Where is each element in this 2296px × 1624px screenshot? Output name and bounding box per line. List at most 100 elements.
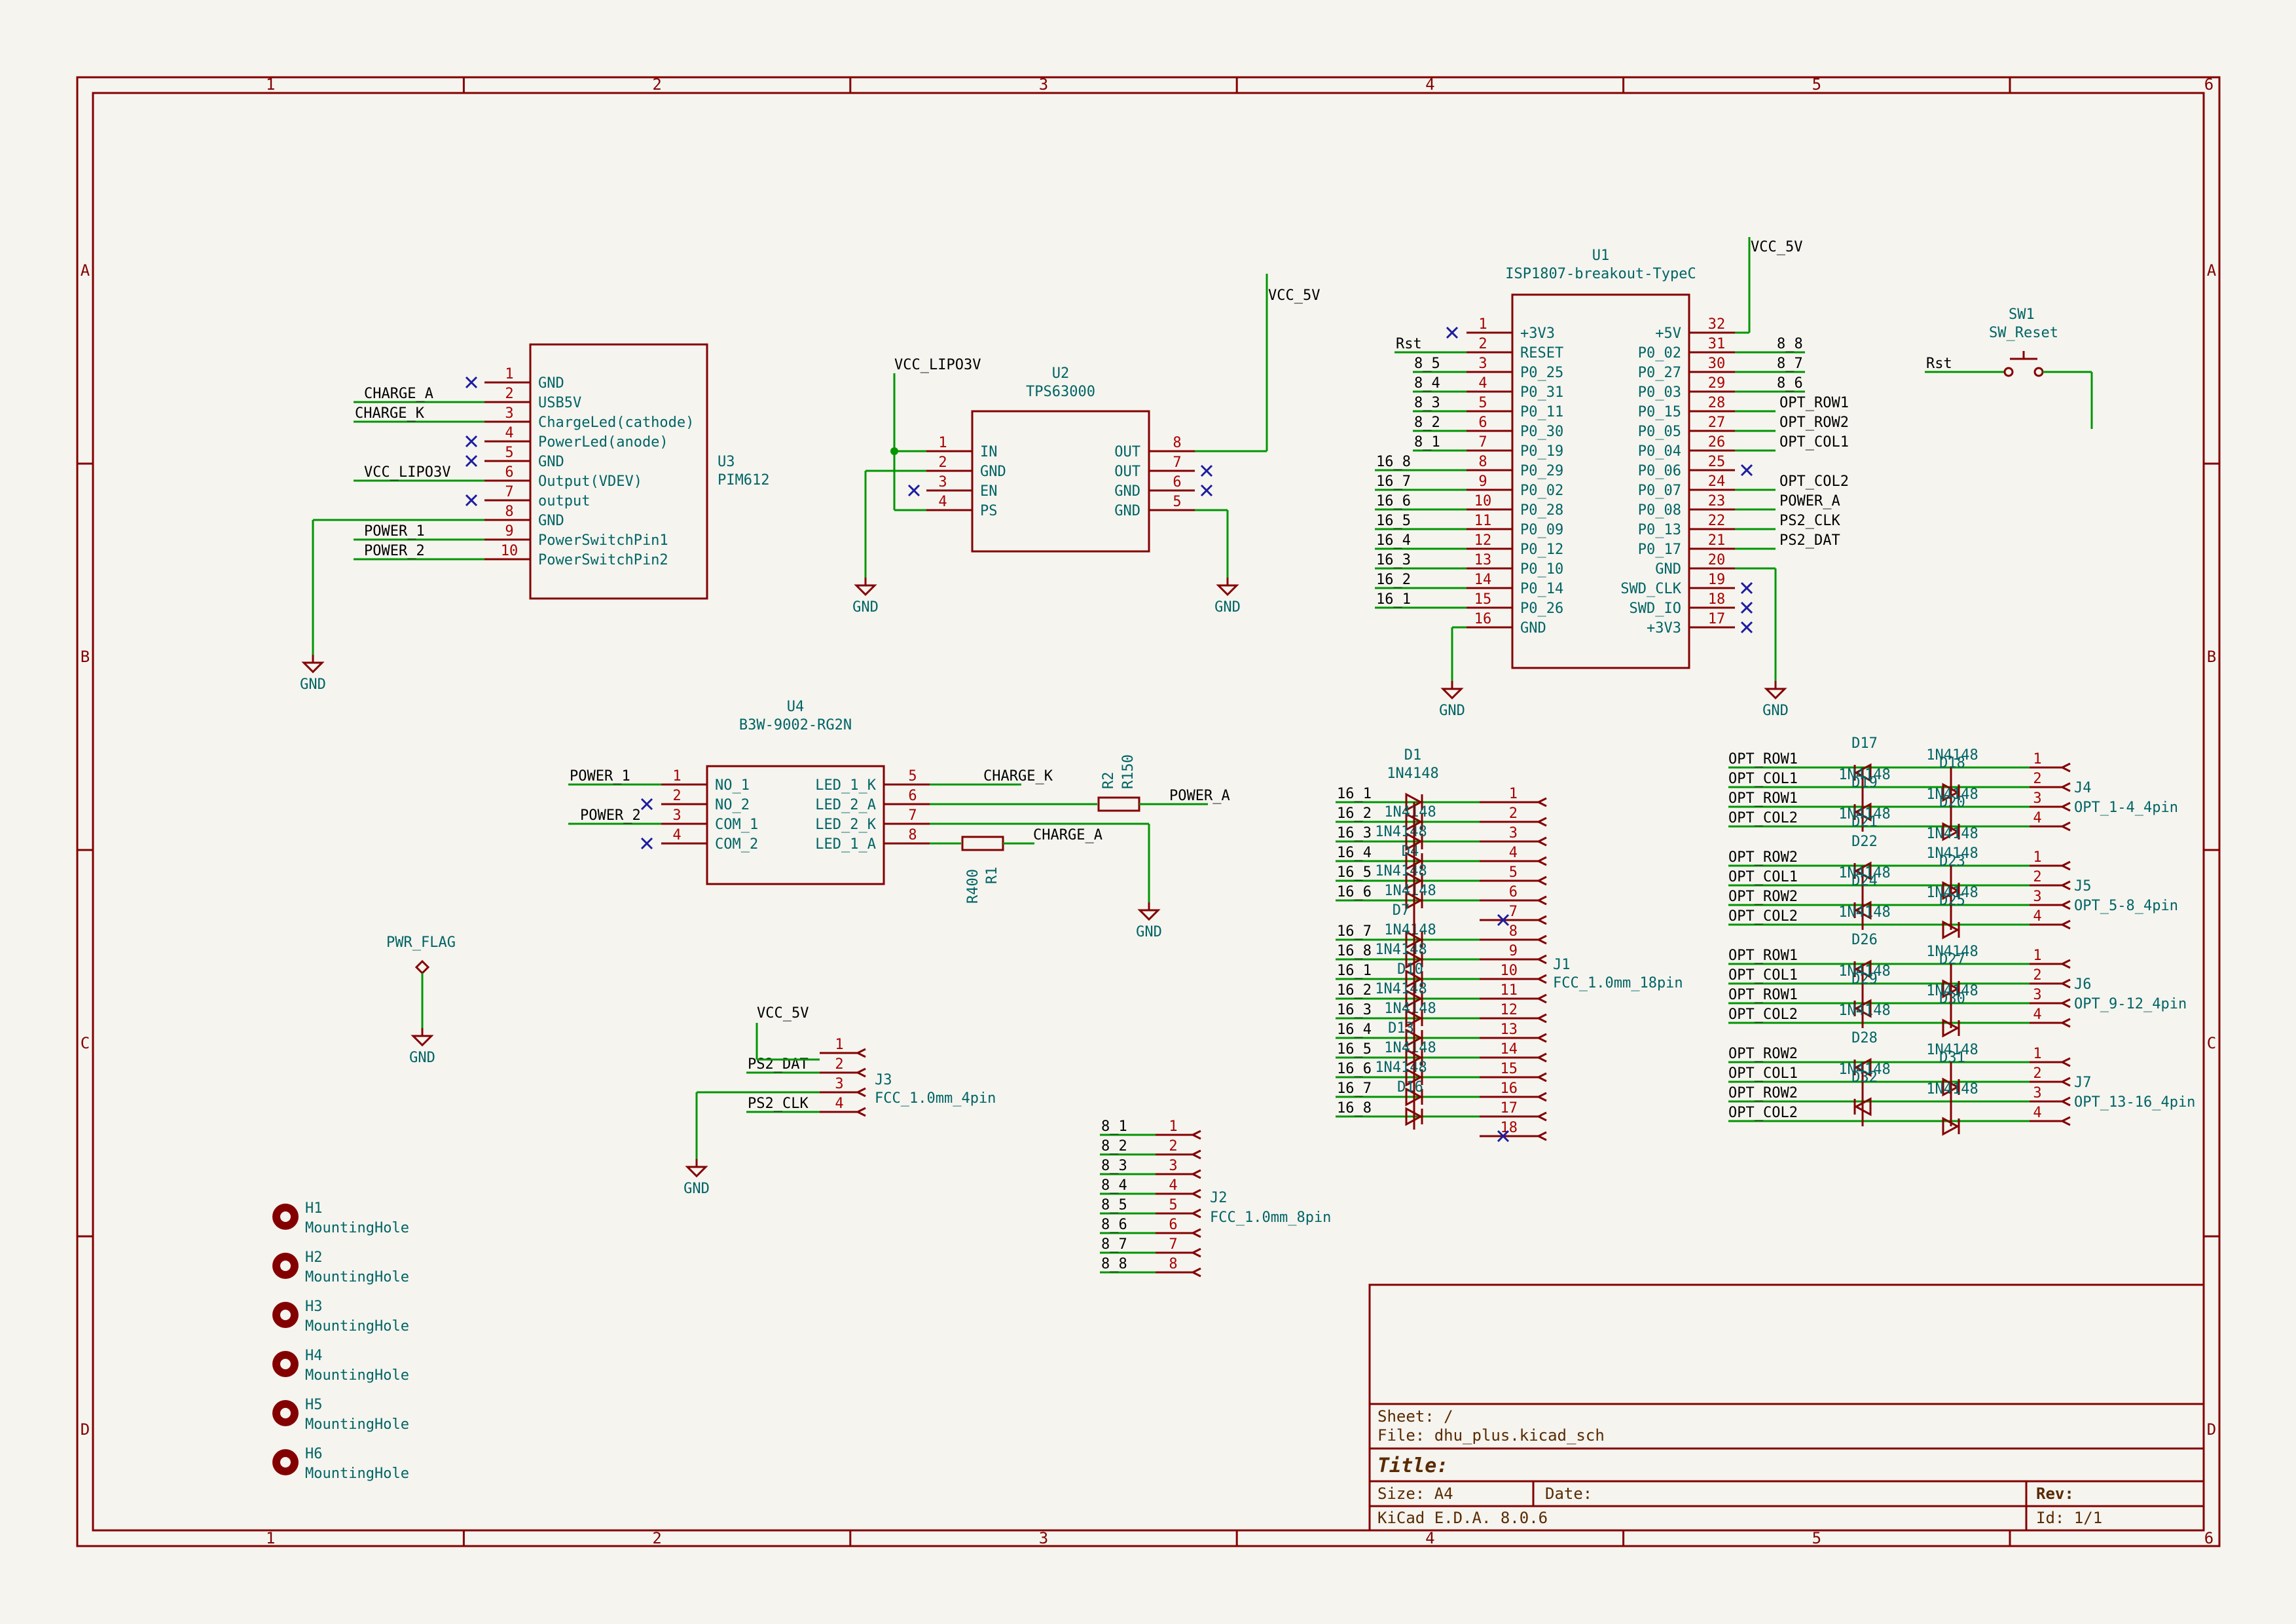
connector-pin-tip [1192, 1247, 1201, 1258]
opt-net-label: OPT_ROW2 [1728, 1046, 1798, 1062]
u1-pin-num: 13 [1474, 552, 1492, 568]
u1-net-label: 8_3 [1414, 395, 1440, 411]
u4-pin-name: LED_1_A [815, 836, 876, 853]
u2-pin-num: 8 [1173, 435, 1181, 451]
gnd-label: GND [683, 1181, 710, 1197]
j1-net-label: 16_8 [1337, 943, 1372, 959]
j1-diode-label: 1N4148 [1375, 942, 1427, 958]
j1-net-label: 16_4 [1337, 1022, 1372, 1038]
j3-pin-num: 3 [835, 1076, 843, 1092]
u3-pin-name: output [538, 493, 590, 509]
mounting-hole-value: MountingHole [305, 1318, 409, 1335]
connector-pin-tip [2062, 998, 2071, 1008]
u4-pin-name: LED_2_K [815, 817, 876, 833]
u3-pin-name: Output(VDEV) [538, 473, 642, 490]
opt-pin-num: 3 [2033, 987, 2041, 1003]
border-col-label: 6 [2204, 1529, 2214, 1547]
u1-pin-num: 6 [1478, 415, 1487, 431]
border-col-label: 2 [652, 1529, 661, 1547]
j1-net-label: 16_6 [1337, 884, 1372, 900]
u1-net-label: 16_5 [1376, 513, 1411, 529]
opt-net-label: OPT_COL1 [1728, 967, 1798, 984]
opt-net-label: OPT_ROW2 [1728, 1085, 1798, 1101]
j2-pin-num: 3 [1169, 1158, 1177, 1174]
opt-conn-value: OPT_5-8_4pin [2074, 898, 2178, 914]
u1-pin-name: P0_13 [1638, 522, 1681, 538]
u1-pin-num: 30 [1708, 356, 1726, 372]
schematic-components: U3PIM6121GND2USB5VCHARGE_A3ChargeLed(cat… [272, 237, 2195, 1482]
u1-net-label: 16_4 [1376, 532, 1411, 549]
u1-pin-name: SWD_CLK [1620, 581, 1681, 597]
j1-net-label: 16_7 [1337, 1080, 1372, 1097]
u3-pin-num: 5 [505, 445, 513, 461]
j1-pin-num: 18 [1501, 1120, 1518, 1136]
opt-net-label: OPT_COL1 [1728, 1065, 1798, 1082]
u1-pin-num: 23 [1708, 493, 1726, 509]
border-col-label: 5 [1812, 75, 1821, 94]
u1-pin-num: 24 [1708, 473, 1726, 490]
u2-pin-num: 2 [938, 454, 947, 471]
r2-value: R150 [1120, 754, 1137, 789]
j2-net-label: 8_4 [1101, 1177, 1127, 1194]
u1-pin-name: P0_25 [1520, 365, 1563, 381]
connector-pin-tip [1538, 876, 1547, 886]
u1-net-label: OPT_ROW1 [1779, 395, 1849, 411]
no-connect-marker [1446, 326, 1459, 339]
u1-net-label: 8_5 [1414, 356, 1440, 372]
opt-conn-ref: J6 [2074, 976, 2092, 993]
opt-net-label: OPT_COL2 [1728, 1105, 1798, 1121]
mounting-hole-ref: H3 [305, 1299, 323, 1315]
opt-diode-ref: D20 [1939, 794, 1965, 811]
u1-pin-num: 3 [1478, 356, 1487, 372]
j1-diode-label: D10 [1397, 961, 1423, 978]
u1-net-label: 8_4 [1414, 375, 1440, 392]
u3-pin-name: PowerSwitchPin1 [538, 532, 668, 549]
u1-net-label: 16_7 [1376, 473, 1411, 490]
gnd-label: GND [300, 676, 326, 693]
no-connect-marker [1740, 581, 1753, 595]
opt-diode-value: 1N4148 [1926, 786, 1978, 803]
connector-pin-tip [1538, 934, 1547, 945]
u3-pin-num: 10 [501, 543, 519, 559]
opt-conn-value: OPT_9-12_4pin [2074, 996, 2187, 1012]
j1-net-label: 16_5 [1337, 864, 1372, 881]
u2-value: TPS63000 [1026, 384, 1095, 400]
u4-value: B3W-9002-RG2N [739, 717, 852, 733]
opt-diode-ref: D32 [1851, 1069, 1878, 1086]
reset-switch: SW1 SW_Reset Rst [1925, 306, 2093, 429]
opt-diode-ref: D23 [1939, 853, 1965, 870]
connector-pin-tip [2062, 978, 2071, 989]
opt-diode-value: 1N4148 [1926, 826, 1978, 842]
j1-pin-num: 6 [1509, 884, 1518, 900]
u1-net-label: 8_7 [1777, 356, 1803, 372]
border-col-label: 6 [2204, 75, 2214, 94]
border-row-label: A [2207, 261, 2217, 280]
connector-pin-tip [1538, 1052, 1547, 1063]
j2-net-label: 8_3 [1101, 1158, 1127, 1174]
u1-pin-num: 12 [1474, 532, 1492, 549]
j2-pin-num: 4 [1169, 1177, 1177, 1194]
u3-net-label: CHARGE_A [364, 386, 433, 402]
u1-pin-name: P0_11 [1520, 404, 1563, 420]
connector-pin-tip [1192, 1208, 1201, 1219]
connector-pin-tip [1192, 1169, 1201, 1179]
u4-pin-num: 4 [672, 827, 681, 843]
u1-pin-num: 19 [1708, 572, 1726, 588]
u1-pin-num: 32 [1708, 316, 1726, 333]
u1-net-label: OPT_COL2 [1779, 473, 1849, 490]
u1-pin-name: P0_06 [1638, 463, 1681, 479]
u1-pin-num: 10 [1474, 493, 1492, 509]
opt-diode-value: 1N4148 [1838, 806, 1890, 822]
opt-net-label: OPT_COL2 [1728, 810, 1798, 826]
no-connect-marker [1740, 601, 1753, 614]
u3-pin-num: 2 [505, 386, 513, 402]
connector-pin-tip [2062, 919, 2071, 930]
j1-diode-label: 1N4148 [1384, 922, 1436, 938]
u1-pin-name: P0_28 [1520, 502, 1563, 519]
tb-title: Title: [1377, 1454, 1448, 1477]
mounting-hole-center [280, 1408, 291, 1418]
mounting-hole-center [280, 1359, 291, 1369]
u1-pin-name: P0_12 [1520, 542, 1563, 558]
j2-net-label: 8_6 [1101, 1217, 1127, 1233]
opt-diode-ref: D30 [1939, 991, 1965, 1007]
